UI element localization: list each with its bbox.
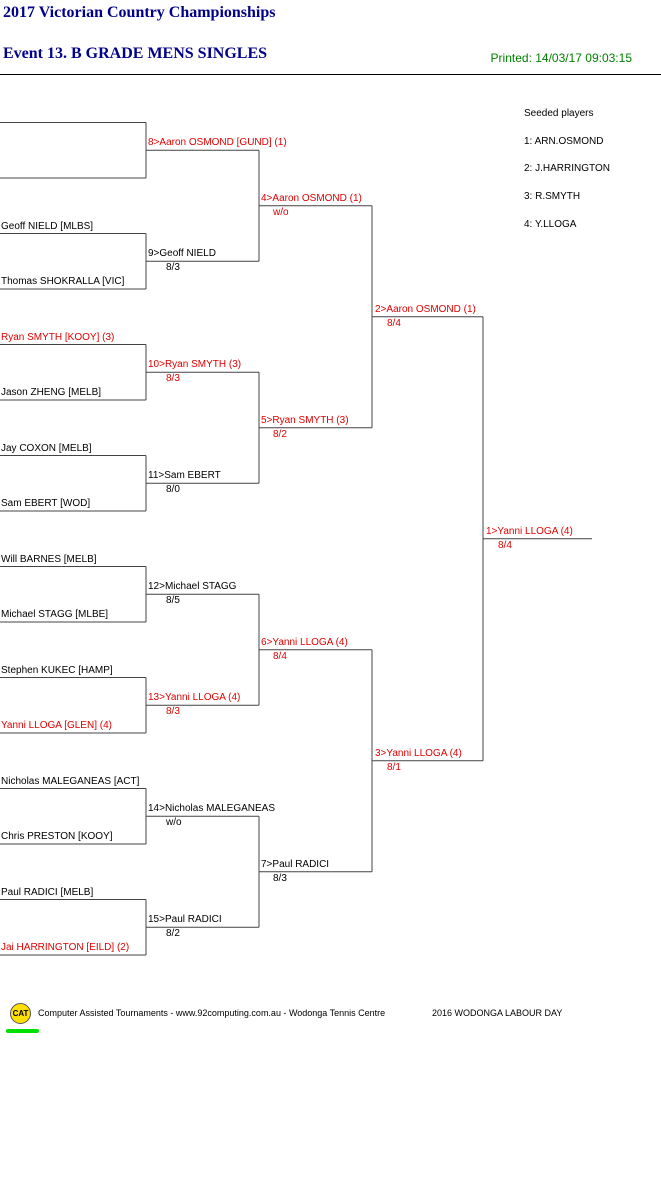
player-entry: Jason ZHENG [MELB] (1, 387, 102, 398)
seed-item: 1: ARN.OSMOND (524, 136, 604, 147)
cat-logo: CAT (10, 1003, 31, 1024)
match-winner: 8>Aaron OSMOND [GUND] (1) (148, 137, 287, 149)
player-entry: Ryan SMYTH [KOOY] (3) (1, 331, 115, 343)
match-winner: 15>Paul RADICI (148, 914, 222, 926)
player-entry: Nicholas MALEGANEAS [ACT] (1, 775, 140, 787)
player-entry: Jai HARRINGTON [EILD] (2) (1, 942, 130, 953)
match-score: 8/5 (166, 595, 180, 607)
seeded-players-heading: Seeded players (524, 108, 594, 119)
match-score: 8/3 (273, 872, 287, 884)
match-winner: 5>Ryan SMYTH (3) (261, 414, 349, 426)
match-winner: 3>Yanni LLOGA (4) (375, 747, 462, 759)
champion: 1>Yanni LLOGA (4) (486, 525, 573, 537)
match-score: 8/3 (166, 373, 180, 385)
player-entry: Stephen KUKEC [HAMP] (1, 664, 113, 676)
seed-item: 4: Y.LLOGA (524, 219, 577, 230)
match-winner: 7>Paul RADICI (261, 858, 330, 870)
match-score: 8/2 (273, 428, 287, 440)
match-score: 8/4 (387, 317, 401, 329)
match-score: w/o (273, 206, 289, 218)
header-divider (0, 74, 661, 75)
event-title: Event 13. B GRADE MENS SINGLES (3, 45, 268, 62)
match-winner: 13>Yanni LLOGA (4) (148, 692, 241, 704)
match-score: w/o (166, 817, 182, 829)
footer-event: 2016 WODONGA LABOUR DAY (432, 1008, 563, 1018)
match-score: 8/0 (166, 484, 180, 496)
match-winner: 11>Sam EBERT (148, 470, 221, 482)
player-entry: Sam EBERT [WOD] (1, 498, 91, 509)
player-entry: Paul RADICI [MELB] (1, 886, 94, 898)
player-entry: Chris PRESTON [KOOY] (1, 831, 113, 842)
printed-timestamp: Printed: 14/03/17 09:03:15 (490, 51, 632, 65)
player-entry: Thomas SHOKRALLA [VIC] (1, 276, 125, 287)
match-winner: 14>Nicholas MALEGANEAS (148, 803, 276, 815)
match-winner: 9>Geoff NIELD (148, 248, 216, 260)
match-score: 8/3 (166, 706, 180, 718)
player-entry: Jay COXON [MELB] (1, 442, 92, 454)
final-score: 8/4 (498, 539, 512, 551)
match-winner: 10>Ryan SMYTH (3) (148, 359, 242, 371)
match-score: 8/3 (166, 262, 180, 274)
match-score: 8/4 (273, 650, 287, 662)
footer-credit: Computer Assisted Tournaments - www.92co… (38, 1008, 386, 1018)
player-entry: Yanni LLOGA [GLEN] (4) (1, 720, 112, 731)
player-entry: Geoff NIELD [MLBS] (1, 220, 94, 232)
match-winner: 12>Michael STAGG (148, 581, 237, 593)
match-score: 8/1 (387, 761, 401, 773)
match-winner: 2>Aaron OSMOND (1) (375, 303, 476, 315)
match-score: 8/2 (166, 928, 180, 940)
match-winner: 4>Aaron OSMOND (1) (261, 192, 362, 204)
seed-item: 2: J.HARRINGTON (524, 163, 610, 174)
cat-logo-underline (6, 1029, 39, 1033)
match-winner: 6>Yanni LLOGA (4) (261, 636, 348, 648)
page-title: 2017 Victorian Country Championships (3, 4, 276, 21)
player-entry: Michael STAGG [MLBE] (1, 609, 109, 620)
player-entry: Will BARNES [MELB] (1, 553, 97, 565)
seed-item: 3: R.SMYTH (524, 191, 581, 202)
